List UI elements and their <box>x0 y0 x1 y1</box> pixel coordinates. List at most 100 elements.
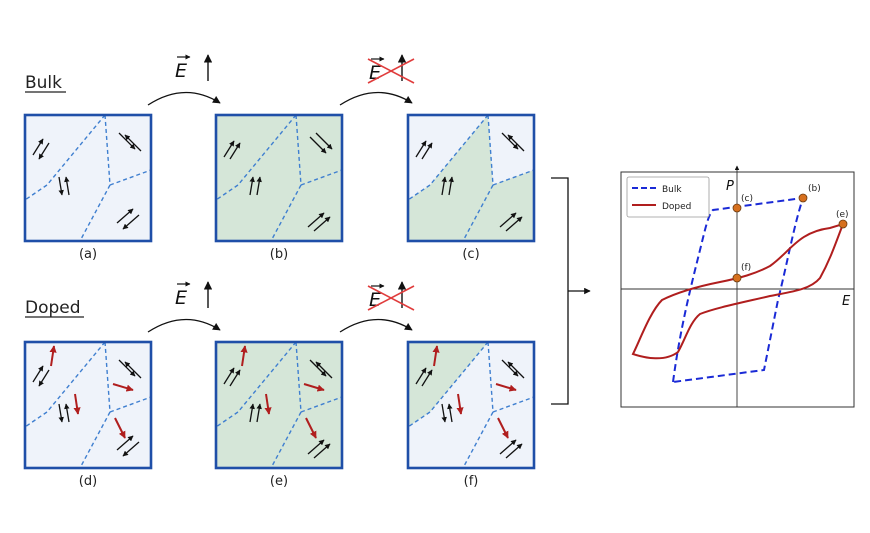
panel-label: (f) <box>464 474 479 489</box>
dipole-arrow <box>501 132 519 150</box>
dipole-arrow <box>32 138 44 156</box>
domain-wall <box>492 169 535 186</box>
dipole-arrow <box>507 134 525 152</box>
defect-dipole-arrow <box>432 345 440 367</box>
domain-region <box>216 342 296 427</box>
domain-wall <box>237 114 297 186</box>
dipole-arrow <box>116 435 134 451</box>
domain-wall <box>462 411 494 469</box>
dipole-arrow <box>116 208 134 224</box>
domain-wall <box>300 396 343 413</box>
dipole-arrow <box>448 176 454 196</box>
domain-wall <box>237 341 297 413</box>
field-on-symbol: E <box>175 60 187 82</box>
domain-wall <box>295 114 302 186</box>
legend-label-bulk: Bulk <box>662 185 682 195</box>
transition-arrow-off <box>339 91 413 106</box>
dipole-arrow <box>122 214 140 230</box>
dipole-arrow <box>256 403 262 423</box>
domain-panels: (a)(b)(c)(d)(e)(f) <box>23 113 536 489</box>
domain-wall <box>109 396 152 413</box>
dipole-arrow <box>315 132 333 150</box>
state-marker <box>838 219 848 229</box>
dipole-arrow <box>64 403 70 423</box>
cross-line <box>367 285 415 311</box>
panel-frame <box>406 113 536 243</box>
panel-frame <box>406 340 536 470</box>
dipole-arrow <box>421 369 433 387</box>
dipole-arrow <box>313 216 331 232</box>
domain-wall <box>215 184 239 201</box>
state-marker-label: (c) <box>741 194 753 204</box>
domain-region <box>488 342 534 412</box>
dipole-arrow <box>122 441 140 457</box>
panel-label: (a) <box>79 247 97 262</box>
domain-region <box>463 397 534 468</box>
dipole-arrow <box>249 176 255 196</box>
panel-label: (d) <box>79 474 97 489</box>
domain-region <box>80 170 151 241</box>
dipole-arrow <box>309 359 327 377</box>
dipole-arrow <box>124 134 142 152</box>
domain-region <box>271 170 342 241</box>
dipole-arrow <box>124 361 142 379</box>
transition-arrow-on <box>147 318 221 333</box>
dipole-arrow <box>441 176 447 196</box>
domain-region <box>216 115 296 200</box>
domain-region <box>105 115 151 185</box>
dipole-arrow <box>501 359 519 377</box>
dipole-arrow <box>499 439 517 455</box>
dipole-arrow <box>64 176 70 196</box>
dipole-arrow <box>307 439 325 455</box>
domain-wall <box>79 411 111 469</box>
state-marker-label: (f) <box>741 263 751 273</box>
dipole-arrow <box>38 369 50 387</box>
dipole-arrow <box>505 443 523 459</box>
defect-dipole-arrow <box>495 383 517 392</box>
domain-wall <box>407 411 431 428</box>
defect-dipole-arrow <box>264 393 272 415</box>
domain-wall <box>270 184 302 242</box>
domain-wall <box>46 114 106 186</box>
x-axis-label: E <box>842 294 851 309</box>
domain-wall <box>104 114 111 186</box>
panel-0-1: (b) <box>214 113 344 262</box>
domain-wall <box>407 184 431 201</box>
dipole-arrow <box>415 367 427 385</box>
domain-wall <box>79 184 111 242</box>
domain-region <box>25 115 105 200</box>
panel-frame <box>214 340 344 470</box>
domain-region <box>105 342 151 412</box>
panel-1-0: (d) <box>23 340 153 489</box>
dipole-arrow <box>249 403 255 423</box>
dipole-arrow <box>38 142 50 160</box>
domain-wall <box>295 341 302 413</box>
domain-wall <box>462 184 494 242</box>
row-label-bulk: Bulk <box>25 73 62 93</box>
dipole-arrow <box>223 140 235 158</box>
defect-dipole-arrow <box>114 417 126 439</box>
dipole-arrow <box>415 140 427 158</box>
dipole-arrow <box>307 212 325 228</box>
dipole-arrow <box>32 365 44 383</box>
domain-region <box>271 397 342 468</box>
transition-arrow-off <box>339 318 413 333</box>
legend-label-doped: Doped <box>662 202 691 212</box>
defect-dipole-arrow <box>303 383 325 392</box>
dipole-arrow <box>447 403 453 423</box>
panel-frame <box>23 113 153 243</box>
transition-arrow-on <box>147 91 221 106</box>
domain-wall <box>300 169 343 186</box>
dipole-arrow <box>421 142 433 160</box>
domain-wall <box>24 411 48 428</box>
panel-label: (e) <box>270 474 288 489</box>
domain-wall <box>104 341 111 413</box>
state-marker <box>732 273 742 283</box>
panel-0-0: (a) <box>23 113 153 262</box>
domain-wall <box>429 341 489 413</box>
dipole-arrow <box>256 176 262 196</box>
field-on-symbol: E <box>175 287 187 309</box>
defect-dipole-arrow <box>49 345 57 367</box>
